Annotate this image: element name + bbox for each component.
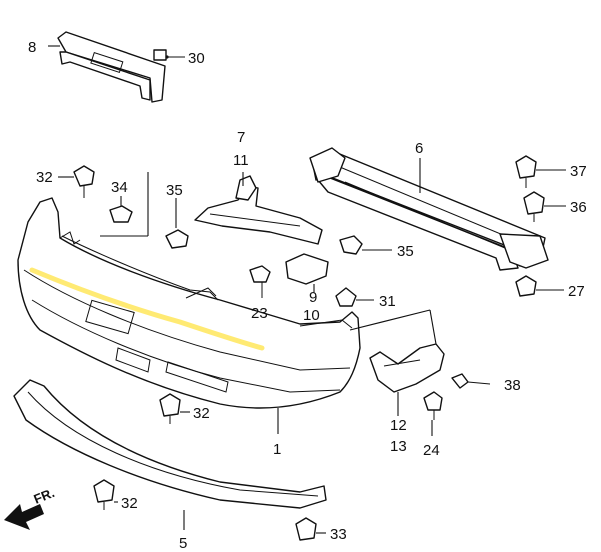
callout-35-left: 35 [166, 182, 183, 199]
callout-27: 27 [568, 283, 585, 300]
clip-32-bottom [93, 479, 118, 510]
callout-8: 8 [28, 39, 36, 56]
callout-34: 34 [111, 179, 128, 196]
clip-36 [523, 191, 566, 222]
front-direction-arrow-icon [4, 504, 44, 530]
retainer-9-10 [285, 253, 329, 292]
callout-36: 36 [570, 199, 587, 216]
callout-30: 30 [188, 50, 205, 67]
clip-24 [423, 391, 443, 436]
callout-31: 31 [379, 293, 396, 310]
callout-32-mid: 32 [193, 405, 210, 422]
callout-37: 37 [570, 163, 587, 180]
callout-23: 23 [251, 305, 268, 322]
callout-12: 12 [390, 417, 407, 434]
callout-24: 24 [423, 442, 440, 459]
callout-7: 7 [237, 129, 245, 146]
clip-31 [335, 287, 374, 307]
clip-33 [295, 517, 326, 541]
callout-33: 33 [330, 526, 347, 543]
clip-32-mid [159, 393, 190, 424]
bolt-23 [249, 265, 271, 298]
license-plate-bracket [48, 31, 166, 103]
upper-side-bracket [194, 172, 323, 245]
callout-11: 11 [233, 152, 249, 169]
callout-9: 9 [309, 289, 317, 306]
clip-27 [515, 275, 564, 297]
callout-6: 6 [415, 140, 423, 157]
bolt-38 [451, 373, 491, 389]
bumper-reinforcement-beam [309, 147, 549, 271]
callout-38: 38 [504, 377, 521, 394]
clip-37 [515, 155, 566, 188]
lower-lip-spoiler [13, 379, 327, 530]
callout-35-right: 35 [397, 243, 414, 260]
callout-13: 13 [390, 438, 407, 455]
callout-10: 10 [303, 307, 320, 324]
side-spacer-bracket [349, 309, 445, 416]
clip-32-top [58, 165, 95, 198]
callout-5: 5 [179, 535, 187, 552]
clip-35-left [165, 198, 189, 249]
clip-34 [109, 196, 133, 223]
callout-1: 1 [273, 441, 281, 458]
callout-32-bottom: 32 [121, 495, 138, 512]
callout-32-top: 32 [36, 169, 53, 186]
front-bumper-cover [17, 197, 361, 434]
clip-30 [153, 49, 185, 61]
front-direction-label: FR. [32, 485, 57, 507]
clip-35-right [339, 235, 392, 255]
highlight-mark [29, 267, 265, 351]
